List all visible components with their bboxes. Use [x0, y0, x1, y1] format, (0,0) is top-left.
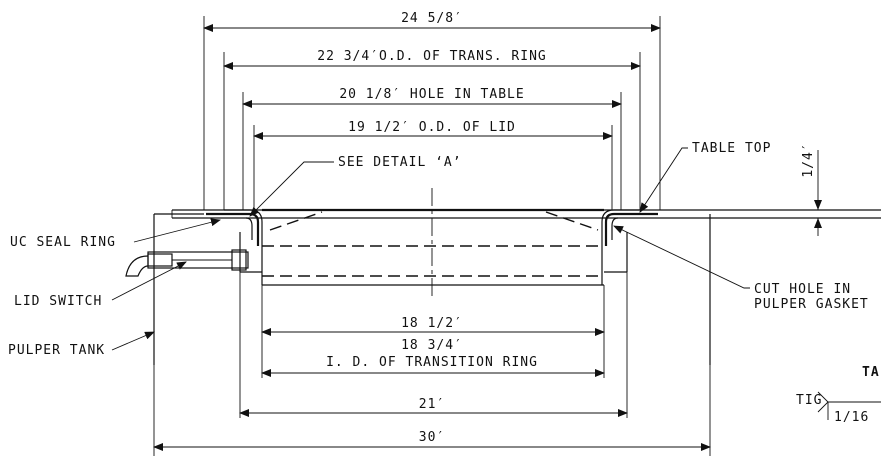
- callout-lid-switch: LID SWITCH: [14, 294, 102, 309]
- callout-table-top: TABLE TOP: [692, 141, 771, 156]
- callout-cut-hole-2: PULPER GASKET: [754, 297, 869, 312]
- dim-id-transition-ring: I. D. OF TRANSITION RING: [326, 355, 538, 370]
- dim-1-4: 1/4′: [801, 142, 816, 177]
- weld-size-label: 1/16: [834, 410, 869, 425]
- dim-lid-od: 19 1/2′ O.D. OF LID: [348, 120, 516, 135]
- dimension-lines: [153, 24, 830, 451]
- transition-ring-right: [601, 209, 658, 285]
- lid-switch: [125, 249, 249, 277]
- leader-lines: [111, 147, 750, 351]
- lid: [262, 188, 604, 300]
- dimension-labels: 24 5/8′ 22 3/4′O.D. OF TRANS. RING 20 1/…: [317, 11, 816, 445]
- callout-labels: SEE DETAIL ‘A’ TABLE TOP UC SEAL RING LI…: [8, 141, 869, 358]
- pulper-tank: [153, 213, 711, 365]
- table-top: [171, 209, 881, 219]
- dim-21: 21′: [419, 397, 445, 412]
- dim-24-5-8: 24 5/8′: [401, 11, 463, 26]
- weld-ta-label: TA: [862, 365, 880, 380]
- weld-tig-label: TIG: [796, 393, 822, 408]
- callout-see-detail-a: SEE DETAIL ‘A’: [338, 155, 462, 170]
- dim-trans-ring-od: 22 3/4′O.D. OF TRANS. RING: [317, 49, 547, 64]
- callout-uc-seal-ring: UC SEAL RING: [10, 235, 116, 250]
- dim-hole-in-table: 20 1/8′ HOLE IN TABLE: [339, 87, 524, 102]
- weld-symbol: TA TIG 1/16: [796, 365, 881, 425]
- callout-cut-hole-1: CUT HOLE IN: [754, 282, 851, 297]
- dim-30: 30′: [419, 430, 445, 445]
- dim-18-3-4: 18 3/4′: [401, 338, 463, 353]
- dim-18-1-2: 18 1/2′: [401, 316, 463, 331]
- callout-pulper-tank: PULPER TANK: [8, 343, 105, 358]
